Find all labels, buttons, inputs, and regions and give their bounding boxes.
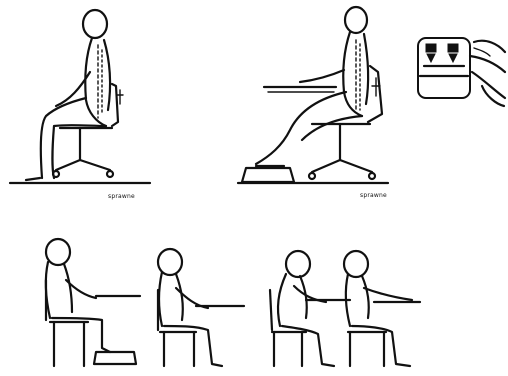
control-detail-panel[interactable] [418,38,505,106]
footrest-icon [94,352,136,364]
child-figure-4 [344,251,420,366]
seated-figure-icon [158,249,222,366]
caption-left: sprawne [108,193,135,200]
seated-figure-icon [26,10,110,180]
hand-icon [470,41,505,106]
seated-figure-icon [344,251,412,366]
top-middle-panel [238,7,388,183]
child-figure-3 [270,251,350,366]
child-figure-2 [158,249,244,366]
desk-icon [264,87,336,92]
chair-icon [309,66,382,179]
control-button-icon[interactable] [418,38,470,98]
seated-figure-icon [278,251,334,366]
footrest-icon [242,168,294,182]
caption-right: sprawne [360,192,387,199]
top-left-panel [10,10,150,183]
chair-icon [348,332,386,366]
chair-icon [53,84,123,177]
child-figure-1 [46,239,140,366]
